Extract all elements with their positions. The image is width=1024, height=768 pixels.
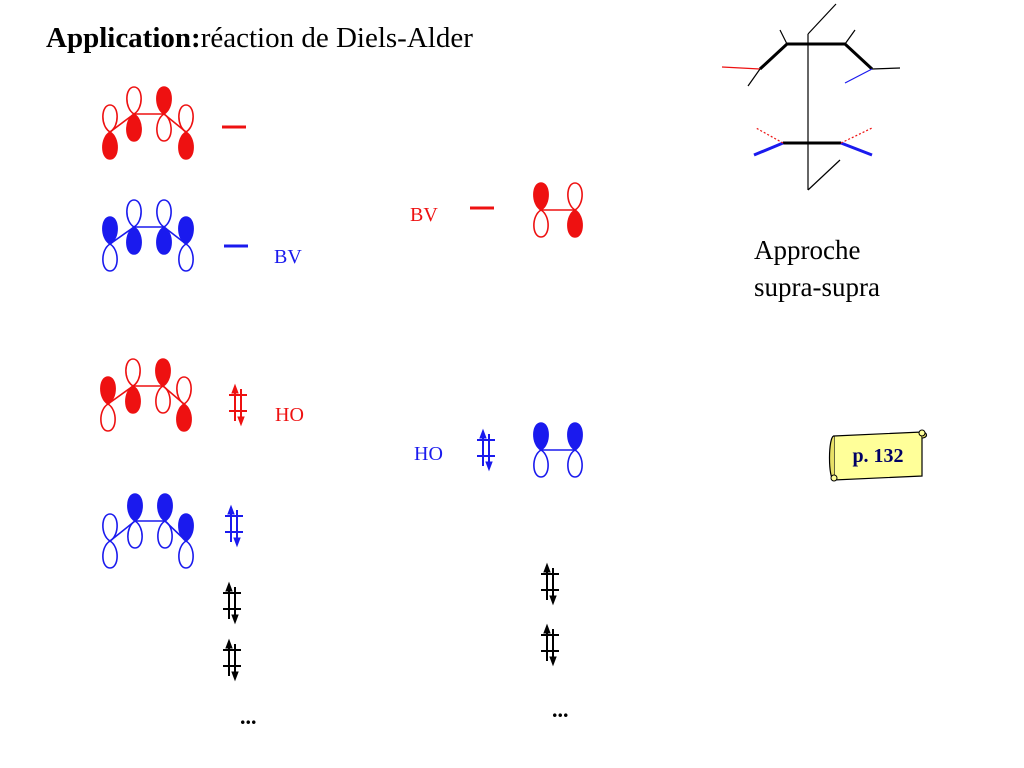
approach-caption-line1: Approche [754,235,861,265]
diene-psi1-electron-pair [224,505,244,547]
diene-orbital-psi3 [102,199,194,272]
diene-homo-label: HO [275,404,304,426]
title-bold: Application: [46,22,201,54]
dienophile-homo-electron-pair [476,429,496,471]
scroll-shape [828,429,928,482]
slide-title: Application:réaction de Diels-Alder [46,22,473,55]
dienophile-homo-label: HO [414,443,443,465]
dienophile-sigma-pair-2 [540,624,560,666]
diene-orbital-psi4 [102,86,194,160]
diene-ellipsis: ... [240,704,257,729]
dienophile-orbital-pi-star [533,182,583,238]
diene-lumo-label: BV [274,246,302,268]
title-rest: réaction de Diels-Alder [200,22,473,54]
page-reference-scroll: p. 132 [828,428,928,484]
page-reference-label: p. 132 [852,445,904,467]
diene-orbital-psi1 [102,493,194,569]
approach-caption: Approche supra-supra [754,232,880,306]
diene-sigma-pair-2 [222,639,242,681]
dienophile-ellipsis: ... [552,697,569,722]
supra-supra-approach-sketch [721,3,901,191]
approach-caption-line2: supra-supra [754,272,880,302]
diene-homo-electron-pair [228,384,248,426]
diene-orbital-psi2 [100,358,192,432]
diene-sigma-pair-1 [222,582,242,624]
dienophile-lumo-label: BV [410,204,438,226]
dienophile-orbital-pi [533,422,583,478]
dienophile-sigma-pair-1 [540,563,560,605]
